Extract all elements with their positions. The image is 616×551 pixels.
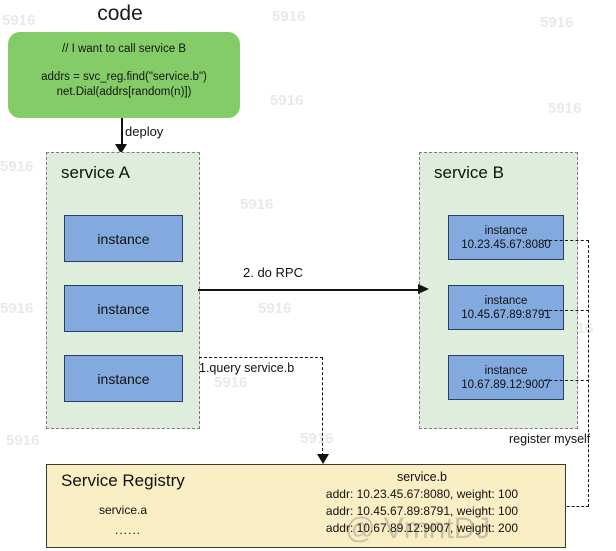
- register-line-instance-3: [544, 380, 589, 381]
- instance-label: instance: [97, 370, 150, 387]
- instance-address: 10.45.67.89:8791: [461, 308, 551, 321]
- code-comment-line: // I want to call service B: [62, 43, 186, 55]
- registry-title: Service Registry: [61, 471, 185, 490]
- query-path-horizontal: [199, 357, 323, 358]
- watermark-tile: 5916: [300, 430, 334, 447]
- registry-service-b-block: service.b addr: 10.23.45.67:8080, weight…: [287, 469, 557, 537]
- watermark-tile: 5916: [548, 100, 582, 117]
- instance-label: instance: [484, 364, 528, 377]
- watermark-tile: 5916: [272, 8, 306, 25]
- code-find-line: addrs = svc_reg.find("service.b"): [41, 71, 207, 83]
- instance-label: instance: [484, 294, 528, 307]
- query-path-vertical: [322, 357, 323, 456]
- registry-ellipsis: ......: [115, 523, 142, 537]
- registry-service-a-entry: service.a: [99, 503, 148, 517]
- service-b-instance[interactable]: instance 10.23.45.67:8080: [448, 215, 564, 260]
- instance-address: 10.23.45.67:8080: [461, 238, 551, 251]
- query-arrow-head: [317, 454, 329, 464]
- instance-label: instance: [484, 224, 528, 237]
- registry-addr-entry: addr: 10.45.67.89:8791, weight: 100: [325, 504, 519, 518]
- code-box: // I want to call service B addrs = svc_…: [8, 32, 240, 118]
- watermark-tile: 5916: [258, 300, 292, 317]
- watermark-tile: 5916: [0, 158, 34, 175]
- deploy-label: deploy: [125, 124, 164, 139]
- watermark-tile: 5916: [240, 196, 274, 213]
- register-line-instance-2: [544, 310, 589, 311]
- service-a-container: service A instance instance instance: [46, 152, 200, 429]
- rpc-arrow-line: [198, 289, 420, 291]
- rpc-arrow-head: [418, 284, 429, 294]
- watermark-tile: 5916: [214, 374, 248, 391]
- code-dial-line: net.Dial(addrs[random(n)]): [56, 86, 192, 98]
- service-a-instance[interactable]: instance: [64, 215, 183, 262]
- watermark-tile: 5916: [6, 432, 40, 449]
- service-a-instance[interactable]: instance: [64, 355, 183, 402]
- service-registry-box: Service Registry service.a ...... servic…: [46, 464, 566, 548]
- service-b-title: service B: [434, 163, 504, 182]
- watermark-tile: 5916: [270, 92, 304, 109]
- deploy-arrow-head: [115, 144, 127, 154]
- instance-label: instance: [97, 300, 150, 317]
- watermark-tile: 5916: [540, 14, 574, 31]
- query-label: 1.query service.b: [199, 361, 295, 375]
- rpc-label: 2. do RPC: [243, 265, 303, 280]
- register-entry-horizontal: [562, 506, 589, 507]
- service-b-instance[interactable]: instance 10.67.89.12:9007: [448, 355, 564, 400]
- registry-addr-entry: addr: 10.67.89.12:9007, weight: 200: [325, 521, 519, 535]
- register-line-instance-1: [544, 240, 589, 241]
- instance-label: instance: [97, 230, 150, 247]
- deploy-arrow-line: [121, 118, 123, 148]
- watermark-tile: 5916: [0, 300, 34, 317]
- registry-service-b-name: service.b: [396, 470, 448, 484]
- register-bus-vertical: [588, 240, 589, 507]
- service-b-instance[interactable]: instance 10.45.67.89:8791: [448, 285, 564, 330]
- service-a-title: service A: [61, 163, 130, 182]
- service-a-instance[interactable]: instance: [64, 285, 183, 332]
- instance-address: 10.67.89.12:9007: [461, 378, 551, 391]
- registry-addr-entry: addr: 10.23.45.67:8080, weight: 100: [325, 487, 519, 501]
- register-label: register myself: [509, 432, 591, 446]
- service-b-container: service B instance 10.23.45.67:8080 inst…: [419, 152, 578, 429]
- code-title: code: [97, 2, 143, 25]
